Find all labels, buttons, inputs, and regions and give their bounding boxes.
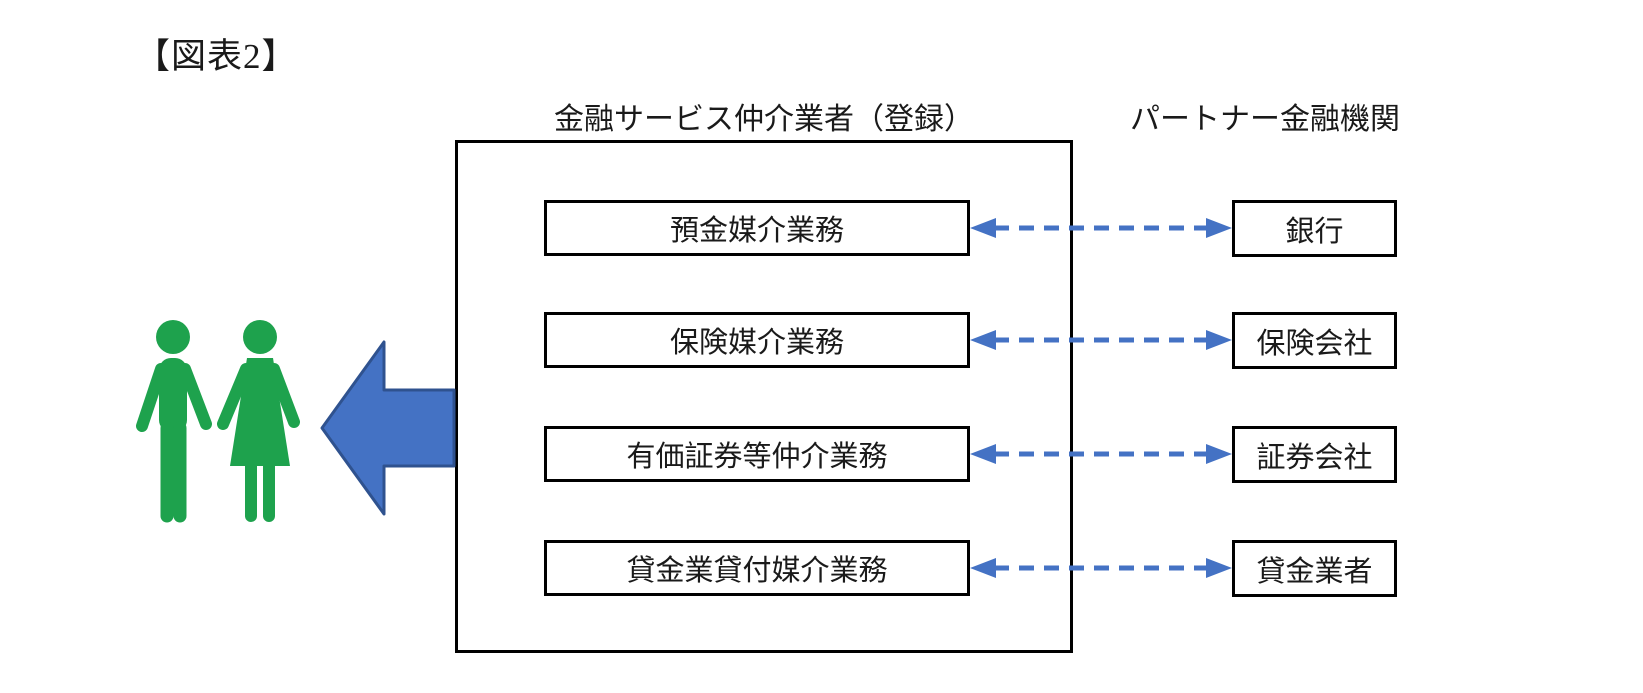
partner-label-insurance-company: 保険会社 — [1256, 327, 1373, 360]
left-block-arrow-icon — [320, 340, 456, 516]
couple-icon — [136, 320, 300, 523]
bidirectional-dashed-arrow-icon-deposit-bank — [970, 218, 1232, 238]
partner-box-moneylender: 貸金業者 — [1232, 540, 1397, 597]
partner-box-insurance-company: 保険会社 — [1232, 312, 1397, 369]
service-box-insurance: 保険媒介業務 — [544, 312, 970, 368]
bidirectional-dashed-arrow-icon-moneylending — [970, 558, 1232, 578]
service-label-insurance: 保険媒介業務 — [669, 327, 844, 359]
partner-box-bank: 銀行 — [1232, 200, 1397, 257]
figure-title: 【図表2】 — [135, 37, 298, 76]
service-label-moneylending: 貸金業貸付媒介業務 — [626, 555, 888, 587]
service-box-deposit: 預金媒介業務 — [544, 200, 970, 256]
bidirectional-dashed-arrow-icon-securities — [970, 444, 1232, 464]
service-box-securities: 有価証券等仲介業務 — [544, 426, 970, 482]
intermediary-container-box — [455, 140, 1073, 653]
service-box-moneylending: 貸金業貸付媒介業務 — [544, 540, 970, 596]
intermediary-header: 金融サービス仲介業者（登録） — [554, 103, 974, 136]
service-label-deposit: 預金媒介業務 — [669, 215, 844, 247]
service-label-securities: 有価証券等仲介業務 — [626, 441, 888, 473]
partner-label-bank: 銀行 — [1285, 215, 1344, 248]
bidirectional-dashed-arrow-icon-insurance — [970, 330, 1232, 350]
partner-box-securities-company: 証券会社 — [1232, 426, 1397, 483]
partner-label-moneylender: 貸金業者 — [1256, 555, 1373, 588]
partner-label-securities-company: 証券会社 — [1256, 441, 1373, 474]
partners-header: パートナー金融機関 — [1130, 103, 1400, 136]
